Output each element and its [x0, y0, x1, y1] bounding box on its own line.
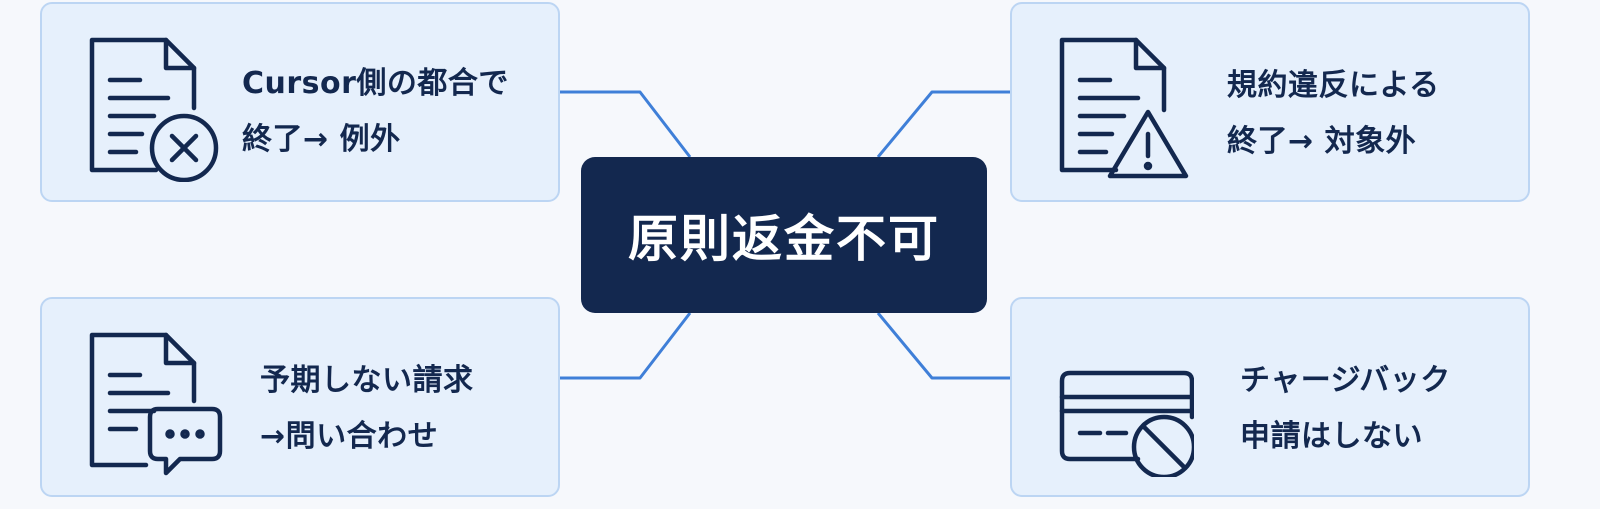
credit-card-prohibited-icon	[1054, 327, 1194, 477]
connector-top-left	[560, 90, 692, 158]
center-node: 原則返金不可	[581, 157, 987, 313]
card-label: 予期しない請求 →問い合わせ	[260, 353, 570, 465]
document-chat-icon	[84, 327, 224, 477]
card-terms-violation: 規約違反による 終了→ 対象外	[1010, 2, 1530, 202]
card-label-line: 終了→ 対象外	[1227, 124, 1417, 159]
card-label-line: 規約違反による	[1227, 68, 1440, 103]
card-no-chargeback: チャージバック 申請はしない	[1010, 297, 1530, 497]
card-label: チャージバック 申請はしない	[1240, 353, 1550, 465]
card-label: Cursor側の都合で 終了→ 例外	[242, 56, 552, 168]
center-title: 原則返金不可	[628, 210, 940, 268]
card-label-line: チャージバック	[1240, 363, 1451, 398]
document-warning-icon	[1054, 32, 1194, 182]
card-cursor-termination: Cursor側の都合で 終了→ 例外	[40, 2, 560, 202]
connector-top-right	[876, 90, 1010, 158]
connector-bottom-right	[876, 312, 1010, 380]
connector-bottom-left	[560, 312, 692, 380]
document-x-icon	[84, 32, 224, 182]
card-unexpected-charge: 予期しない請求 →問い合わせ	[40, 297, 560, 497]
card-label: 規約違反による 終了→ 対象外	[1227, 58, 1537, 170]
card-label-line: 終了→ 例外	[242, 122, 401, 157]
card-label-line: Cursor側の都合で	[242, 66, 509, 101]
card-label-line: 予期しない請求	[260, 363, 474, 398]
card-label-line: 申請はしない	[1240, 419, 1423, 454]
card-label-line: →問い合わせ	[260, 419, 439, 454]
